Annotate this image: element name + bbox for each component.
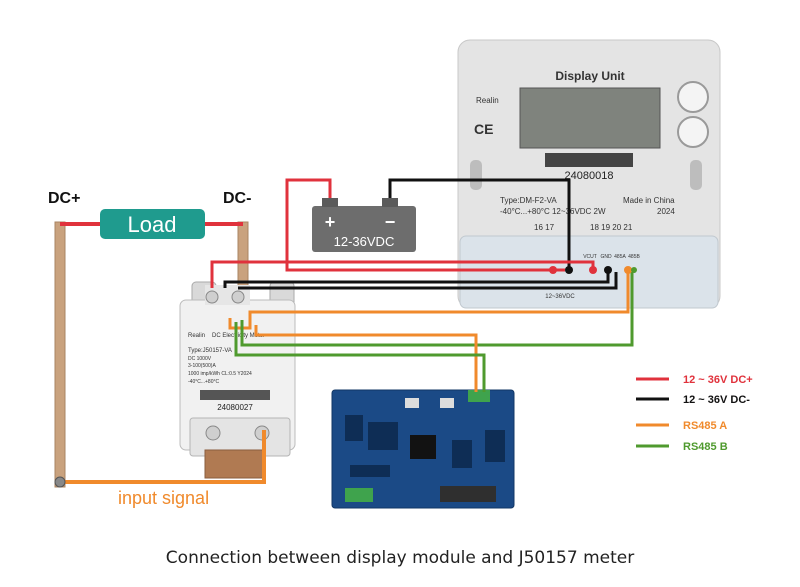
meter-type: Type:J50157-VA — [188, 348, 232, 354]
controller-board — [331, 389, 515, 509]
dc-plus-label: DC+ — [48, 190, 80, 207]
wire-orange-485a — [228, 272, 630, 330]
wire-black-meter-2 — [238, 272, 618, 290]
display-brand: Realin — [476, 96, 499, 105]
display-button-bottom[interactable] — [677, 116, 709, 148]
display-terminal-21 — [631, 267, 637, 273]
lcd-screen — [519, 87, 661, 149]
meter-product: DC Electricity Meter — [212, 333, 265, 339]
battery-plus: + — [325, 212, 336, 232]
display-unit-title: Display Unit — [555, 69, 624, 83]
input-signal-label: input signal — [118, 488, 209, 508]
battery-voltage: 12-36VDC — [334, 234, 395, 249]
display-terminal-gnd: GND — [600, 254, 612, 260]
meter-screw-top-left — [205, 290, 219, 304]
display-serial: 24080018 — [565, 170, 614, 182]
display-terminal-485b: 485B — [628, 254, 640, 260]
meter-spec1: DC 1000V — [188, 356, 212, 362]
meter-spec3: 1000 imp/kWh CL:0.5 Y2024 — [188, 371, 252, 377]
load-box — [100, 209, 205, 239]
meter-screw-bottom-left — [205, 425, 221, 441]
battery-body — [312, 206, 416, 252]
display-terminal-16 — [549, 266, 557, 274]
legend-label-red: 12 ~ 36V DC+ — [683, 374, 753, 386]
meter-spec2: 3-100(500)A — [188, 363, 216, 369]
dc-minus-label: DC- — [223, 190, 251, 207]
display-spec: -40°C...+80°C 12~36VDC 2W — [500, 207, 606, 216]
load-label: Load — [128, 212, 177, 237]
wire-black-meter — [223, 272, 610, 288]
legend-label-black: 12 ~ 36V DC- — [683, 394, 750, 406]
busbar-left — [54, 221, 66, 488]
wire-orange-board — [254, 325, 478, 392]
meter-brand: Realin — [188, 333, 205, 339]
battery-minus: − — [385, 212, 396, 232]
display-type: Type:DM-F2-VA — [500, 196, 557, 205]
wire-green-board — [234, 322, 486, 392]
meter-serial: 24080027 — [217, 403, 253, 412]
display-button-top[interactable] — [677, 81, 709, 113]
display-terminals-right: 18 19 20 21 — [590, 223, 633, 232]
legend: 12 ~ 36V DC+ 12 ~ 36V DC- RS485 A RS485 … — [636, 374, 753, 453]
legend-label-green: RS485 B — [683, 441, 728, 453]
display-terminal-19 — [604, 266, 612, 274]
wire-black-dcminus — [388, 178, 571, 268]
battery-terminal-plus — [322, 198, 338, 207]
display-terminal-20 — [624, 266, 632, 274]
meter-barcode — [200, 390, 270, 400]
display-supply-note: 12~36VDC — [545, 294, 575, 300]
wire-orange-input — [60, 430, 266, 484]
meter-busbar-bottom — [204, 449, 266, 479]
display-made-in: Made in China — [623, 196, 675, 205]
meter-spec4: -40°C...+80°C — [188, 379, 219, 385]
wire-red-dcplus — [285, 178, 565, 272]
display-unit: Display Unit Realin CE 24080018 Type:DM-… — [457, 39, 721, 309]
display-ce-mark: CE — [474, 121, 493, 137]
display-terminal-485a: 485A — [614, 254, 626, 260]
display-terminal-18 — [589, 266, 597, 274]
display-terminals-left: 16 17 — [534, 223, 555, 232]
display-year: 2024 — [657, 207, 675, 216]
battery-terminal-minus — [382, 198, 398, 207]
input-terminal — [54, 476, 66, 488]
meter-screw-top-right — [231, 290, 245, 304]
wire-green-485b — [240, 272, 634, 347]
display-terminal-17 — [565, 266, 573, 274]
display-terminal-vcut: VCUT — [583, 254, 597, 260]
figure-caption: Connection between display module and J5… — [165, 548, 635, 568]
display-barcode — [545, 153, 633, 167]
legend-label-orange: RS485 A — [683, 420, 727, 432]
